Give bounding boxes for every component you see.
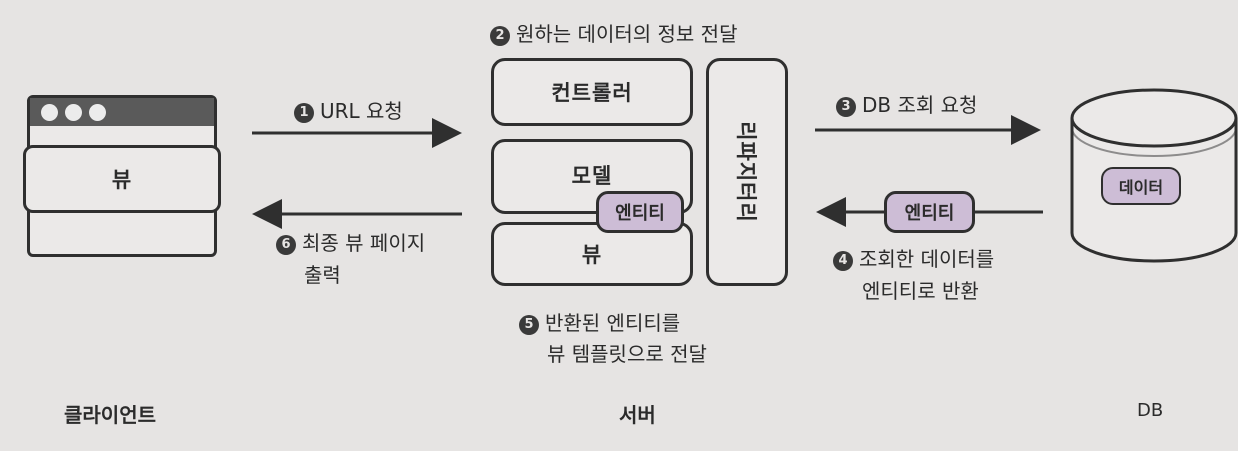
- arrow-entity-box: 엔티티: [884, 191, 975, 233]
- server-view-label: 뷰: [581, 243, 603, 267]
- step-4-line1: 조회한 데이터를: [859, 247, 995, 271]
- step-5-line1: 반환된 엔티티를: [545, 311, 681, 335]
- step-2-number-icon: 2: [490, 26, 510, 46]
- client-section-label: 클라이언트: [64, 403, 156, 427]
- server-entity-label: 엔티티: [615, 203, 665, 224]
- server-section-label: 서버: [619, 403, 656, 427]
- server-repository-label: 리파지터리: [734, 121, 758, 223]
- step-4-line2: 엔티티로 반환: [862, 279, 979, 303]
- server-controller-box: 컨트롤러: [491, 58, 693, 126]
- db-data-label: 데이터: [1118, 178, 1164, 197]
- server-entity-box: 엔티티: [596, 191, 684, 233]
- browser-dot-icon: [89, 104, 106, 121]
- step-6-number-icon: 6: [276, 235, 296, 255]
- arrow-entity-label: 엔티티: [904, 203, 955, 224]
- server-repository-box: 리파지터리: [706, 58, 788, 286]
- db-data-box: 데이터: [1101, 167, 1181, 205]
- server-model-label: 모델: [571, 164, 613, 188]
- browser-dot-icon: [65, 104, 82, 121]
- server-controller-label: 컨트롤러: [551, 81, 633, 105]
- step-5-number-icon: 5: [519, 315, 539, 335]
- step-3-number-icon: 3: [836, 97, 856, 117]
- step-4-label: 4 조회한 데이터를: [833, 246, 994, 272]
- db-section-label: DB: [1137, 400, 1164, 421]
- client-view-box: 뷰: [23, 145, 221, 213]
- step-1-number-icon: 1: [294, 103, 314, 123]
- browser-title-bar: [30, 98, 214, 126]
- step-1-text: URL 요청: [320, 99, 403, 123]
- step-2-label: 2 원하는 데이터의 정보 전달: [490, 21, 737, 47]
- step-1-label: 1 URL 요청: [294, 98, 403, 124]
- step-3-label: 3 DB 조회 요청: [836, 92, 977, 118]
- step-6-line1: 최종 뷰 페이지: [302, 231, 426, 255]
- step-5-label: 5 반환된 엔티티를: [519, 310, 680, 336]
- step-6-label: 6 최종 뷰 페이지: [276, 230, 425, 256]
- step-6-line2: 출력: [304, 263, 341, 287]
- step-5-line2: 뷰 템플릿으로 전달: [547, 342, 707, 366]
- client-view-label: 뷰: [111, 168, 133, 192]
- step-3-text: DB 조회 요청: [862, 93, 978, 117]
- step-2-text: 원하는 데이터의 정보 전달: [516, 22, 738, 46]
- browser-dot-icon: [41, 104, 58, 121]
- step-4-number-icon: 4: [833, 251, 853, 271]
